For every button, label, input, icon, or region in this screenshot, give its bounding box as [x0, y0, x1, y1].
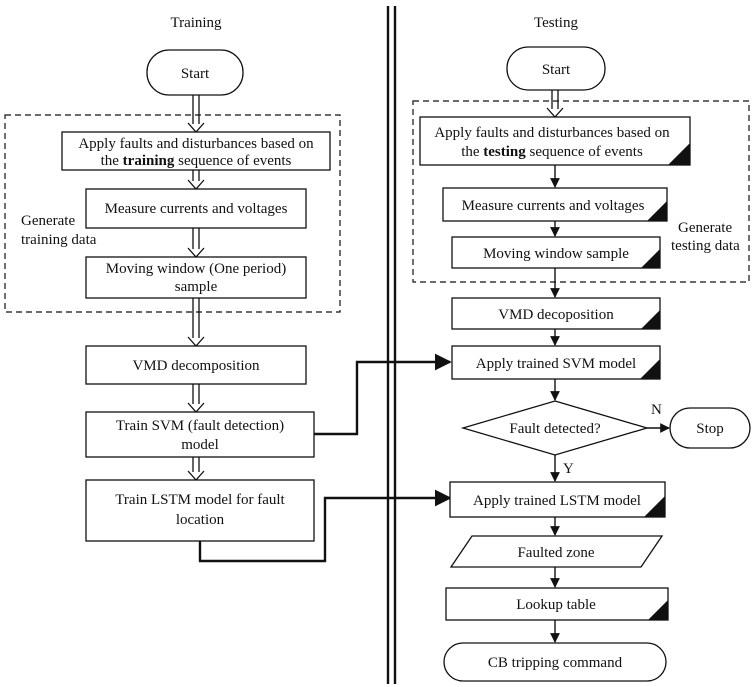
testing-hollow-arrow: [546, 90, 564, 118]
training-start-label: Start: [181, 66, 210, 82]
apply-svm-box: [451, 345, 661, 380]
testing-vmd-corner: [641, 310, 660, 329]
train-svm-line2: model: [181, 437, 219, 453]
fault-detected-label: Fault detected?: [509, 421, 601, 437]
apply-lstm-label: Apply trained LSTM model: [473, 493, 641, 509]
testing-apply-faults-line1: Apply faults and disturbances based on: [434, 125, 670, 141]
training-vmd-label: VMD decomposition: [132, 358, 260, 374]
apply-lstm-box: [449, 481, 666, 518]
training-measure-label: Measure currents and voltages: [105, 201, 288, 217]
training-group-label-line2: training data: [21, 232, 97, 248]
testing-group-label-line1: Generate: [678, 220, 732, 236]
stop-label: Stop: [696, 421, 724, 437]
apply-lstm-corner: [644, 496, 665, 517]
train-lstm-line1: Train LSTM model for fault: [115, 492, 285, 508]
yes-branch-label: Y: [563, 461, 574, 477]
cb-tripping-terminal: [443, 642, 667, 682]
stop-terminal: [669, 407, 751, 449]
testing-column-title: Testing: [534, 15, 578, 31]
train-lstm-box: [85, 479, 315, 542]
training-hollow-arrow-3: [187, 228, 205, 258]
testing-measure-label: Measure currents and voltages: [462, 198, 645, 214]
training-hollow-arrow-5: [187, 384, 205, 413]
testing-apply-faults-corner: [668, 143, 690, 165]
train-lstm-line2: location: [176, 512, 225, 528]
testing-group-label-line2: testing data: [671, 238, 740, 254]
training-hollow-arrow-1: [187, 95, 205, 133]
cb-tripping-label: CB tripping command: [488, 655, 623, 671]
lookup-table-corner: [648, 600, 668, 620]
training-start-terminal: [146, 49, 244, 96]
testing-start-terminal: [506, 46, 606, 91]
train-svm-box: [85, 411, 315, 458]
testing-keyword: testing: [483, 144, 526, 160]
testing-measure-corner: [647, 201, 667, 221]
training-vmd-box: [85, 345, 307, 385]
no-branch-label: N: [651, 402, 662, 418]
apply-svm-corner: [640, 359, 660, 379]
training-moving-window-line1: Moving window (One period): [106, 261, 286, 277]
training-keyword: training: [123, 153, 175, 169]
training-moving-window-box: [85, 256, 307, 299]
training-measure-box: [85, 188, 307, 229]
training-group-label-line1: Generate: [21, 213, 75, 229]
training-hollow-arrow-4: [187, 298, 205, 347]
apply-svm-label: Apply trained SVM model: [476, 356, 636, 372]
testing-start-label: Start: [542, 62, 571, 78]
lookup-table-label: Lookup table: [516, 597, 596, 613]
training-apply-faults-box: [61, 131, 331, 171]
training-data-group: [4, 114, 341, 313]
testing-apply-faults-line2: the testing sequence of events: [461, 144, 643, 160]
testing-vmd-label: VMD decoposition: [498, 307, 614, 323]
testing-vmd-box: [451, 297, 661, 330]
training-hollow-arrow-6: [187, 457, 205, 481]
training-hollow-arrow-2: [187, 170, 205, 190]
train-svm-line1: Train SVM (fault detection): [116, 418, 284, 434]
testing-moving-window-label: Moving window sample: [483, 246, 629, 262]
training-moving-window-line2: sample: [175, 279, 218, 295]
faulted-zone-label: Faulted zone: [517, 545, 594, 561]
testing-data-group: [412, 100, 750, 283]
lstm-to-testing-connector: [198, 489, 452, 563]
testing-apply-faults-box: [419, 116, 691, 166]
testing-moving-window-corner: [641, 249, 660, 268]
training-apply-faults-line2: the training sequence of events: [101, 153, 292, 169]
svm-to-testing-connector: [314, 353, 452, 436]
lookup-table-box: [445, 587, 669, 621]
testing-moving-window-box: [451, 236, 661, 269]
training-column-title: Training: [170, 15, 222, 31]
training-apply-faults-line1: Apply faults and disturbances based on: [78, 136, 314, 152]
faulted-zone-data: [449, 535, 664, 568]
